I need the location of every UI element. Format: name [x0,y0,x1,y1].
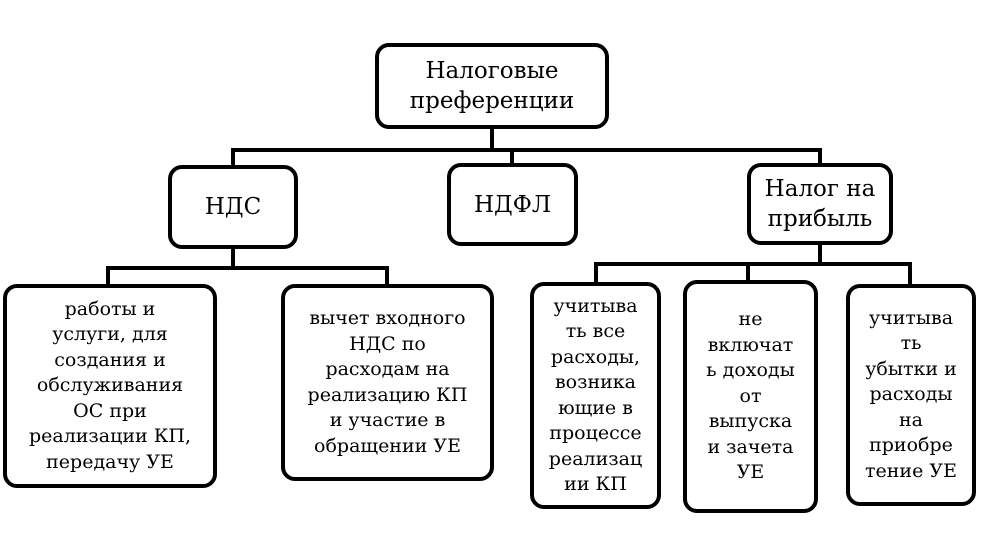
node-text: включат [707,333,794,356]
node-text: расходы, [550,345,641,368]
node-text: убытки и [865,357,957,380]
connector [818,148,822,166]
node-text: прибыль [767,206,873,232]
node-text: передачу УЕ [46,450,174,473]
node-vat-works-services: работы и услуги, для создания и обслужив… [3,284,217,488]
node-vat-deduction: вычет входного НДС по расходам на реализ… [281,284,494,481]
node-text: расходам на [325,358,450,380]
connector [106,266,389,270]
node-vat: НДС [168,165,298,249]
node-text: ющие в [558,396,633,419]
node-text: создания и [54,348,166,371]
node-text: ть все [565,320,626,342]
node-text: учитыва [868,306,954,329]
node-text: НДФЛ [473,191,552,218]
node-text: УЕ [736,461,765,484]
node-text: и зачета [707,435,794,458]
node-text: возника [554,371,637,393]
node-text: услуги, для [52,323,168,346]
connector [746,262,750,282]
node-text: выпуска [708,410,793,433]
node-text: не [738,308,763,331]
node-text: реализац [548,447,643,470]
node-text: на [899,408,923,431]
node-profit-losses: учитыва ть убытки и расходы на приобре т… [846,284,976,506]
node-text: ь доходы [706,359,795,382]
node-text: преференции [409,88,575,114]
connector [594,262,598,284]
node-text: ть [900,332,922,355]
node-text: вычет входного [309,307,466,329]
node-text: учитыва [553,294,638,317]
connector [818,242,822,266]
node-text: реализации КП, [28,425,192,448]
node-text: от [739,384,762,407]
connector [231,148,235,168]
connector [106,266,110,286]
connector [231,148,822,152]
connector [510,148,514,166]
node-text: расходы [869,383,953,406]
root-node-tax-preferences: Налоговые преференции [375,43,609,129]
node-text: НДС по [349,332,426,355]
node-text: обращении УЕ [314,434,461,457]
node-text: и участие в [329,409,446,431]
connector [385,266,389,286]
connector [908,262,912,286]
node-text: реализацию КП [307,383,468,406]
node-text: ии КП [564,473,627,495]
node-text: Налоговые [425,58,559,84]
node-text: Налог на [764,176,876,202]
node-text: обслуживания [36,374,184,397]
connector [594,262,912,266]
node-profit-expenses: учитыва ть все расходы, возника ющие в п… [530,282,661,509]
node-text: НДС [204,194,262,220]
node-profit-exclude-income: не включат ь доходы от выпуска и зачета … [683,280,818,513]
connector [231,246,235,270]
node-text: процессе [549,422,642,444]
node-text: работы и [64,297,156,320]
connector [490,126,494,152]
node-text: тение УЕ [865,459,957,482]
node-text: приобре [869,434,953,457]
node-text: ОС при [73,399,147,422]
node-profit-tax: Налог на прибыль [747,163,893,245]
node-personal-income-tax: НДФЛ [447,163,578,246]
